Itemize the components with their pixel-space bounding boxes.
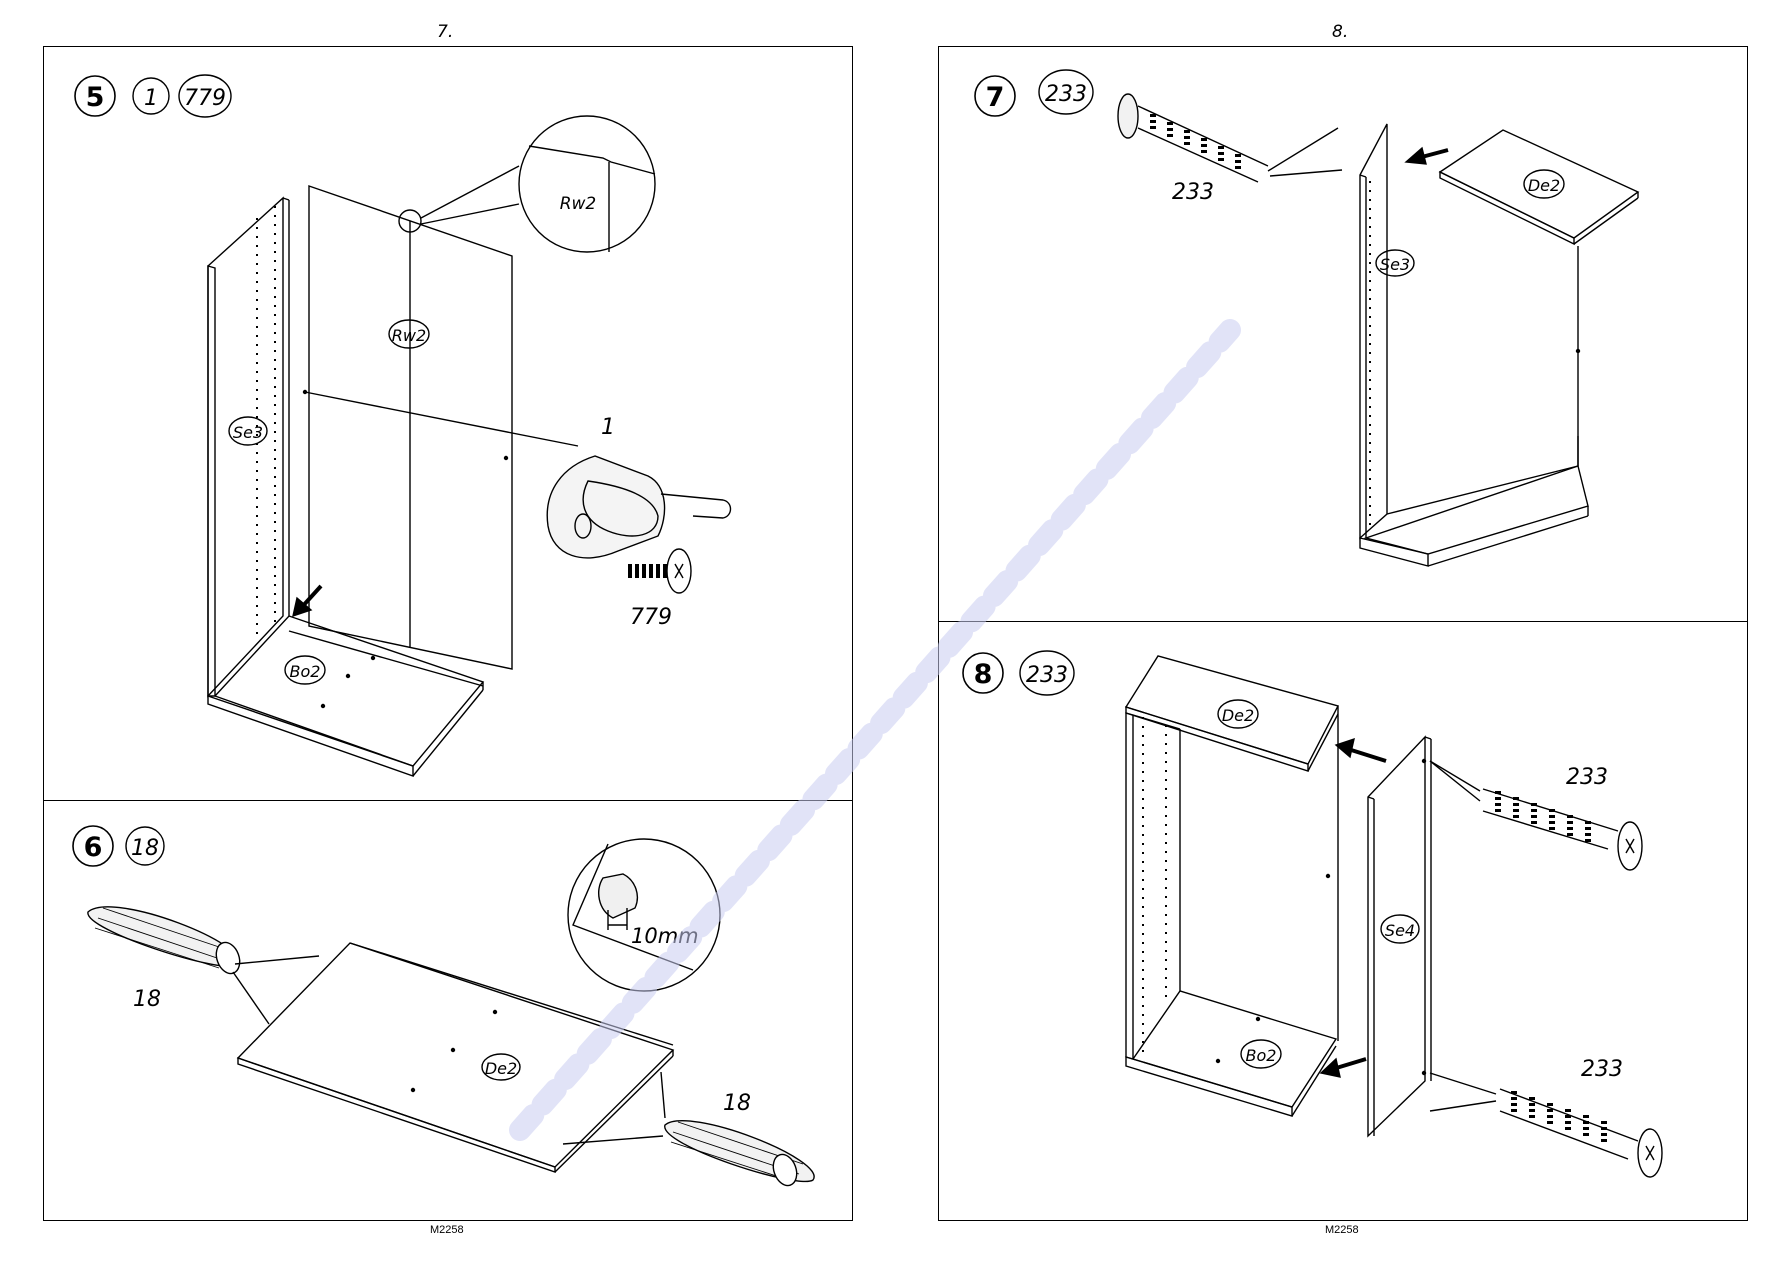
step-5-part-1: 1 <box>144 86 158 111</box>
dowel-left-label: 18 <box>133 987 161 1012</box>
dowel-depth-label: 10mm <box>631 924 699 948</box>
step-5-header: 5 1 779 <box>74 74 232 118</box>
shelf-panel-label: De2 <box>485 1059 517 1078</box>
step-5-panel: 5 1 779 Se3 Rw2 Rw2 <box>74 74 732 777</box>
right-page-divider <box>938 621 1748 622</box>
top-de2-label-8: De2 <box>1222 706 1254 725</box>
bracket-label: 1 <box>601 415 615 440</box>
step-8-header: 8 233 <box>962 650 1075 696</box>
insert-arrow-icon-7 <box>1404 146 1449 165</box>
connector-bottom-label: 233 <box>1581 1057 1623 1082</box>
step-7-part-1: 233 <box>1045 82 1087 107</box>
connector-233-bottom-icon: 233 <box>1429 1057 1663 1178</box>
top-panel-illustration: De2 <box>1438 129 1640 246</box>
side-panel-se4-illustration: Se4 <box>1367 735 1432 1138</box>
bracket-illustration: 1 <box>546 415 732 559</box>
step-6-part-1: 18 <box>131 836 159 861</box>
connector-233-icon: 233 <box>1117 93 1343 205</box>
step-6-panel: 6 18 De2 18 18 <box>72 825 815 1187</box>
bottom-panel-illustration: Bo2 <box>207 615 485 777</box>
back-panel-detail-label: Rw2 <box>560 194 597 214</box>
step-5-number: 5 <box>86 82 105 113</box>
step-6-header: 6 18 <box>72 825 165 867</box>
back-panel-label: Rw2 <box>392 326 426 345</box>
back-panel-illustration: Rw2 <box>302 165 579 670</box>
connector-label: 233 <box>1172 180 1214 205</box>
carcass-illustration: Se3 <box>1359 123 1589 567</box>
side-se3-label: Se3 <box>1380 255 1410 274</box>
insert-arrow-icon <box>292 584 323 618</box>
screw-label: 779 <box>630 605 672 630</box>
step-8-panel: 8 233 De2 Bo2 Se4 <box>962 650 1663 1178</box>
back-panel-detail: Rw2 <box>518 115 656 253</box>
step-8-part-1: 233 <box>1026 663 1068 688</box>
left-page-divider <box>43 800 853 801</box>
step-7-number: 7 <box>986 82 1005 113</box>
connector-top-label: 233 <box>1566 765 1608 790</box>
step-6-number: 6 <box>84 832 103 863</box>
top-de2-label: De2 <box>1528 176 1560 195</box>
carcass-8-illustration: De2 Bo2 <box>1124 655 1340 1117</box>
step-8-number: 8 <box>974 659 993 690</box>
side-panel-illustration: Se3 <box>207 196 290 698</box>
dowel-depth-detail: 10mm <box>567 838 721 992</box>
side-se4-label: Se4 <box>1385 921 1415 940</box>
bottom-panel-label: Bo2 <box>290 662 321 681</box>
step-7-header: 7 233 <box>974 69 1094 117</box>
insert-arrows-icon-8 <box>1319 737 1387 1078</box>
dowel-right-icon: 18 <box>562 1071 815 1187</box>
dowel-left-icon: 18 <box>87 906 320 1025</box>
step-7-panel: 7 233 233 Se3 De2 <box>974 69 1640 567</box>
bottom-bo2-label: Bo2 <box>1246 1046 1277 1065</box>
left-page-footer: M2258 <box>430 1224 464 1236</box>
side-panel-label: Se3 <box>233 423 263 442</box>
right-page-number: 8. <box>1332 22 1349 42</box>
left-page-number: 7. <box>437 22 454 42</box>
connector-233-top-icon: 233 <box>1429 760 1643 871</box>
step-5-part-2: 779 <box>184 86 226 111</box>
dowel-right-label: 18 <box>723 1091 751 1116</box>
shelf-panel-illustration: De2 <box>236 942 675 1173</box>
screw-779-icon: 779 <box>628 548 692 630</box>
right-page-footer: M2258 <box>1325 1224 1359 1236</box>
